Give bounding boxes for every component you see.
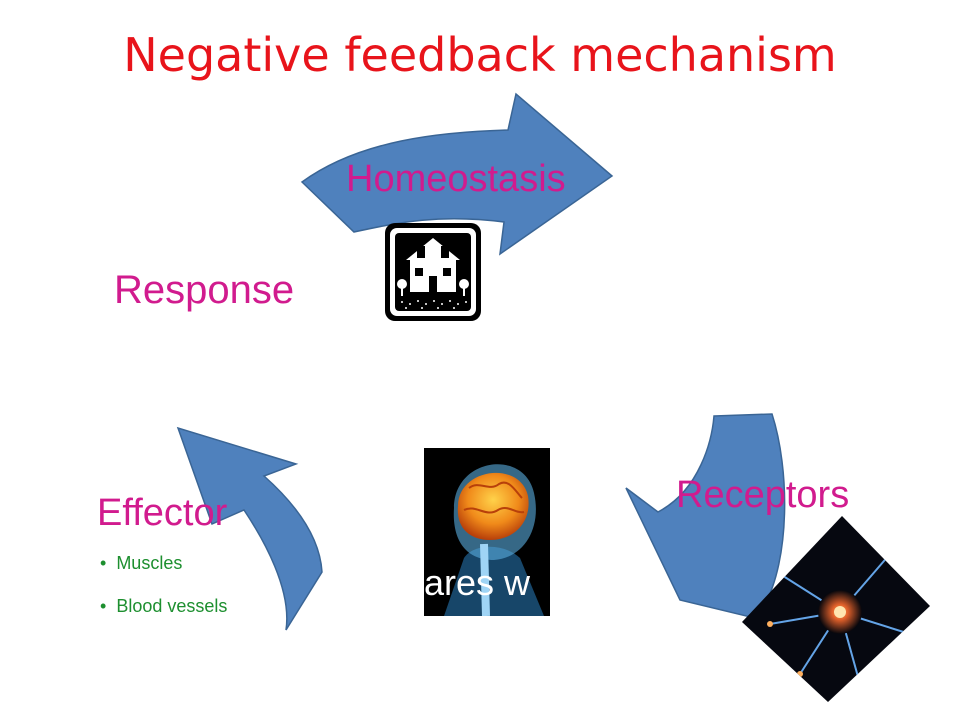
house-icon	[385, 223, 481, 321]
list-item-label: Muscles	[116, 553, 183, 573]
label-response: Response	[114, 268, 295, 312]
effector-list: •Muscles •Blood vessels	[100, 552, 227, 638]
brain-caption: pares w	[404, 562, 531, 603]
label-receptors: Receptors	[676, 474, 850, 516]
arrow-left	[176, 426, 323, 631]
brain-image	[424, 448, 550, 616]
neuron-image	[742, 516, 930, 702]
page-title: Negative feedback mechanism	[123, 28, 837, 82]
list-item: •Muscles	[100, 553, 183, 573]
list-item-label: Blood vessels	[116, 596, 228, 616]
label-effector: Effector	[97, 492, 228, 534]
label-homeostasis: Homeostasis	[346, 158, 566, 200]
list-item: •Blood vessels	[100, 596, 228, 616]
brain-figure	[444, 464, 544, 616]
